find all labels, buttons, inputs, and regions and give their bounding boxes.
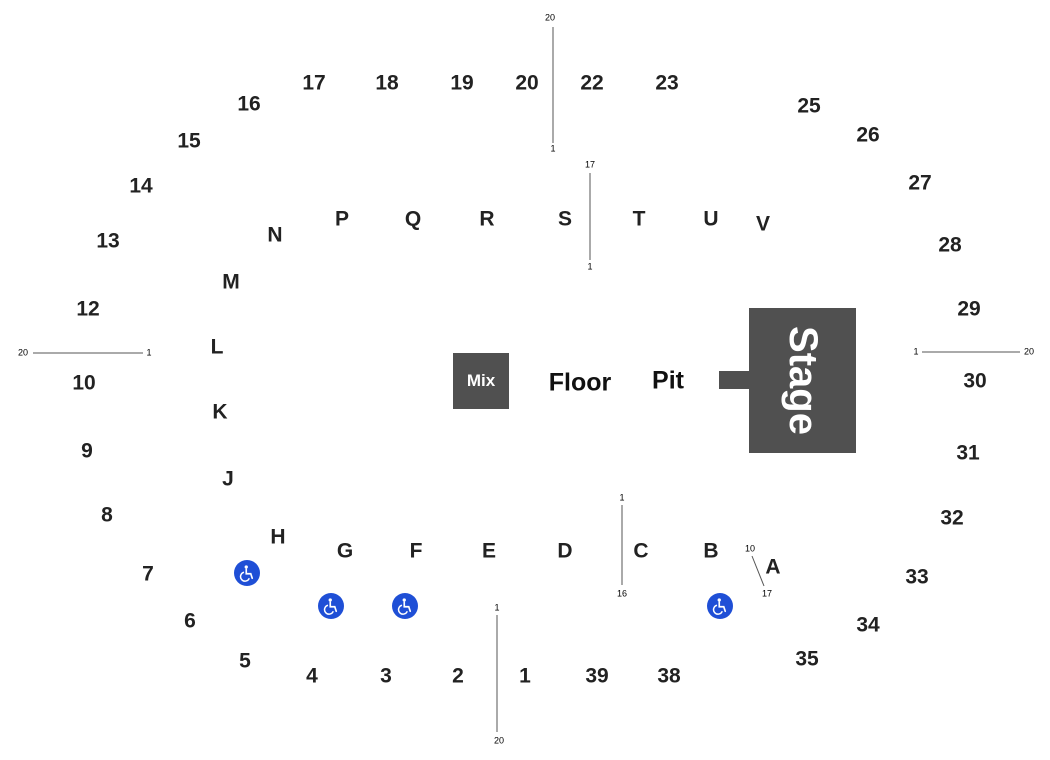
row-label: 20 xyxy=(1023,346,1035,357)
row-label: 20 xyxy=(17,347,29,358)
floor-label[interactable]: Floor xyxy=(548,368,612,397)
section-18[interactable]: 18 xyxy=(375,71,399,95)
section-1[interactable]: 1 xyxy=(519,664,531,688)
stage-label: Stage xyxy=(781,326,825,435)
section-g[interactable]: G xyxy=(336,539,354,563)
section-7[interactable]: 7 xyxy=(142,562,154,586)
section-l[interactable]: L xyxy=(210,335,224,359)
section-23[interactable]: 23 xyxy=(655,71,679,95)
stage: Stage xyxy=(749,308,856,453)
pit-label[interactable]: Pit xyxy=(652,366,684,395)
section-20[interactable]: 20 xyxy=(515,71,539,95)
section-c[interactable]: C xyxy=(633,539,649,563)
section-2[interactable]: 2 xyxy=(452,664,464,688)
mix-label: Mix xyxy=(466,371,496,390)
section-p[interactable]: P xyxy=(334,207,350,231)
section-3[interactable]: 3 xyxy=(380,664,392,688)
row-label: 20 xyxy=(493,735,505,746)
section-28[interactable]: 28 xyxy=(938,233,962,257)
section-8[interactable]: 8 xyxy=(101,503,113,527)
section-10[interactable]: 10 xyxy=(72,371,96,395)
section-16[interactable]: 16 xyxy=(237,92,261,116)
section-r[interactable]: R xyxy=(479,207,495,231)
row-label: 1 xyxy=(587,261,593,272)
wheelchair-icon[interactable] xyxy=(392,593,418,619)
section-q[interactable]: Q xyxy=(404,207,422,231)
wheelchair-icon[interactable] xyxy=(318,593,344,619)
section-13[interactable]: 13 xyxy=(96,229,120,253)
section-j[interactable]: J xyxy=(222,467,234,491)
section-22[interactable]: 22 xyxy=(580,71,604,95)
section-d[interactable]: D xyxy=(557,539,573,563)
section-5[interactable]: 5 xyxy=(239,649,251,673)
section-35[interactable]: 35 xyxy=(795,647,819,671)
section-32[interactable]: 32 xyxy=(940,506,964,530)
section-b[interactable]: B xyxy=(703,539,719,563)
row-label: 17 xyxy=(584,159,596,170)
row-label: 1 xyxy=(146,347,152,358)
section-34[interactable]: 34 xyxy=(856,613,880,637)
section-17[interactable]: 17 xyxy=(302,71,326,95)
section-29[interactable]: 29 xyxy=(957,297,981,321)
section-27[interactable]: 27 xyxy=(908,171,932,195)
divider-a xyxy=(751,555,765,587)
section-30[interactable]: 30 xyxy=(963,369,987,393)
section-33[interactable]: 33 xyxy=(905,565,929,589)
section-n[interactable]: N xyxy=(267,223,283,247)
row-label: 1 xyxy=(550,143,556,154)
section-38[interactable]: 38 xyxy=(657,664,681,688)
section-v[interactable]: V xyxy=(755,212,771,236)
section-s[interactable]: S xyxy=(557,207,573,231)
row-label: 1 xyxy=(913,346,919,357)
section-14[interactable]: 14 xyxy=(129,174,153,198)
section-15[interactable]: 15 xyxy=(177,129,201,153)
section-a[interactable]: A xyxy=(765,555,781,579)
stage-thrust xyxy=(719,371,750,389)
section-31[interactable]: 31 xyxy=(956,441,980,465)
section-25[interactable]: 25 xyxy=(797,94,821,118)
row-label: 1 xyxy=(494,602,500,613)
row-label: 17 xyxy=(761,588,773,599)
section-f[interactable]: F xyxy=(409,539,423,563)
section-e[interactable]: E xyxy=(481,539,497,563)
section-19[interactable]: 19 xyxy=(450,71,474,95)
section-u[interactable]: U xyxy=(703,207,719,231)
row-label: 1 xyxy=(619,492,625,503)
row-label: 16 xyxy=(616,588,628,599)
section-k[interactable]: K xyxy=(212,400,228,424)
mix-booth: Mix xyxy=(453,353,509,409)
section-h[interactable]: H xyxy=(270,525,286,549)
row-label: 20 xyxy=(544,12,556,23)
section-12[interactable]: 12 xyxy=(76,297,100,321)
section-39[interactable]: 39 xyxy=(585,664,609,688)
section-t[interactable]: T xyxy=(632,207,646,231)
section-26[interactable]: 26 xyxy=(856,123,880,147)
section-m[interactable]: M xyxy=(222,270,240,294)
row-label: 10 xyxy=(744,543,756,554)
section-9[interactable]: 9 xyxy=(81,439,93,463)
wheelchair-icon[interactable] xyxy=(707,593,733,619)
section-6[interactable]: 6 xyxy=(184,609,196,633)
section-4[interactable]: 4 xyxy=(306,664,318,688)
wheelchair-icon[interactable] xyxy=(234,560,260,586)
